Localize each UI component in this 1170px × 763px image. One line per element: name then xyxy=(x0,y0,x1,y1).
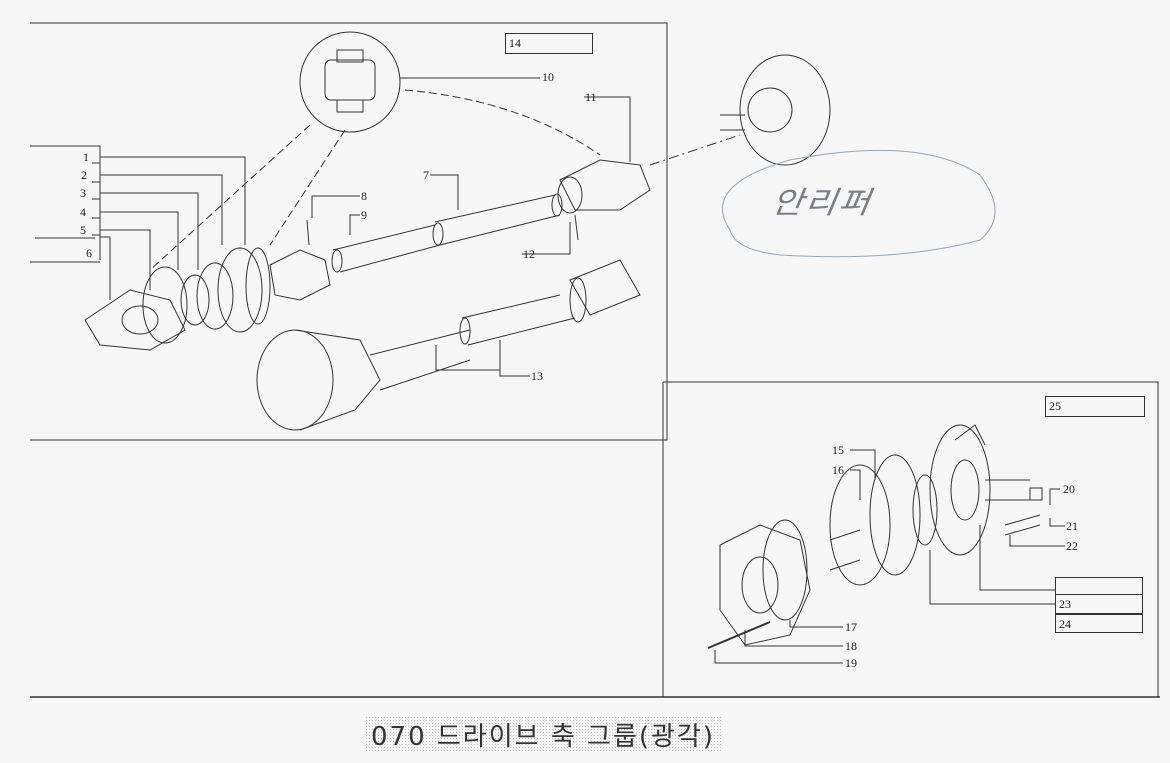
callout-11: 11 xyxy=(585,90,597,104)
callout-17: 17 xyxy=(845,620,857,634)
callout-6: 6 xyxy=(86,246,92,260)
callout-box-blank xyxy=(1055,577,1143,595)
handwritten-note: 안리퍼 xyxy=(769,185,875,221)
callout-19: 19 xyxy=(845,656,857,670)
callout-8: 8 xyxy=(361,189,367,203)
page-title: 070 드라이브 축 그룹(광각) xyxy=(365,716,721,753)
callout-4: 4 xyxy=(80,205,86,219)
callout-box-25: 25 xyxy=(1045,396,1145,417)
callout-3: 3 xyxy=(80,186,86,200)
callout-12: 12 xyxy=(523,247,535,261)
callout-15: 15 xyxy=(832,443,844,457)
callout-7: 7 xyxy=(423,168,429,182)
callout-box-23: 23 xyxy=(1055,594,1143,614)
callout-box-24: 24 xyxy=(1055,614,1143,633)
callout-9: 9 xyxy=(361,208,367,222)
callout-10: 10 xyxy=(542,70,554,84)
callout-22: 22 xyxy=(1066,539,1078,553)
handwriting-ellipse xyxy=(722,149,996,258)
callout-13: 13 xyxy=(531,369,543,383)
callout-20: 20 xyxy=(1063,482,1075,496)
callout-1: 1 xyxy=(83,150,89,164)
callout-5: 5 xyxy=(80,223,86,237)
callout-box-14: 14 xyxy=(505,33,593,54)
callout-21: 21 xyxy=(1066,519,1078,533)
callout-18: 18 xyxy=(845,639,857,653)
detail-circle xyxy=(299,31,401,133)
callout-16: 16 xyxy=(832,463,844,477)
top-panel-border xyxy=(30,22,668,441)
callout-2: 2 xyxy=(81,168,87,182)
bottom-panel-border xyxy=(662,381,1159,697)
